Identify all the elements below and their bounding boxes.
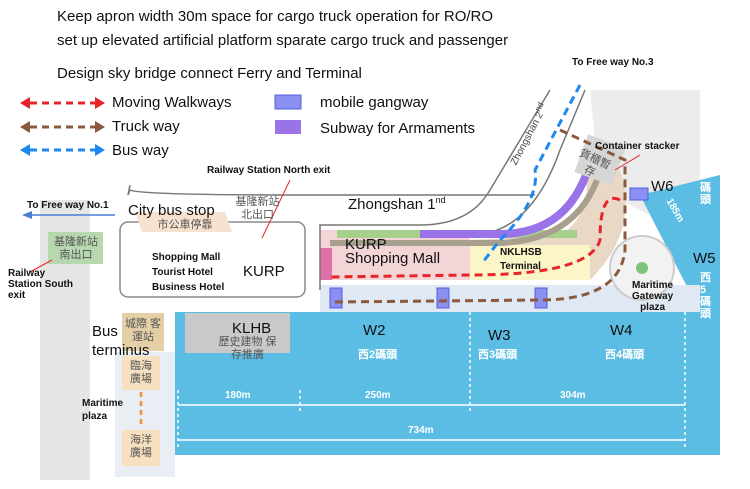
- label-railway-north: Railway Station North exit: [207, 165, 331, 176]
- walkway-path: [329, 196, 621, 279]
- label-zhongshan1: Zhongshan 1nd: [348, 195, 446, 213]
- wharf-w6: W6: [651, 178, 674, 195]
- label-freeway3: To Free way No.3: [572, 57, 654, 68]
- wharf-w4: W4: [610, 322, 633, 339]
- dim-250: 250m: [365, 390, 391, 401]
- label-city-bus-stop: City bus stop: [128, 202, 215, 219]
- wharf-w4-zh: 西4碼頭: [605, 349, 645, 361]
- header-line1: Keep apron width 30m space for cargo tru…: [57, 8, 494, 25]
- legend-subway: Subway for Armaments: [320, 120, 476, 137]
- label-maritime-gateway: Maritime Gateway plaza: [632, 280, 674, 313]
- label-north-exit-zh: 基隆新站 北出口: [235, 196, 280, 221]
- wharf-w6-zh: 西6碼頭: [700, 158, 711, 206]
- legend-truck-way: Truck way: [112, 118, 180, 135]
- wharf-w3: W3: [488, 327, 511, 344]
- label-nklhsb: NKLHSB Terminal: [500, 247, 542, 272]
- label-south-exit-zh: 基隆新站 南出口: [54, 236, 98, 261]
- label-klhb: KLHB: [232, 320, 272, 337]
- legend-bus-way: Bus way: [112, 142, 169, 159]
- wharf-w5: W5: [693, 250, 716, 267]
- wharf-w5-zh: 西5碼頭: [700, 272, 711, 320]
- label-kurp-mall: KURP Shopping Mall: [345, 236, 441, 267]
- truck-way-path: [334, 128, 627, 304]
- label-linhai-zh: 臨海 廣場: [130, 360, 152, 385]
- label-city-bus-stop-zh: 市公車停靠: [157, 219, 213, 231]
- dim-304: 304m: [560, 390, 586, 401]
- wharf-w3-zh: 西3碼頭: [478, 349, 518, 361]
- wharf-w2-zh: 西2碼頭: [358, 349, 398, 361]
- label-railway-south: Railway Station South exit: [8, 268, 73, 301]
- wharf-w2: W2: [363, 322, 386, 339]
- header-line3: Design sky bridge connect Ferry and Term…: [57, 65, 362, 82]
- kurp-mall-block: [320, 230, 470, 280]
- label-freeway1: To Free way No.1: [27, 200, 109, 211]
- legend-moving-walkways: Moving Walkways: [112, 94, 232, 111]
- label-klhb-zh: 歷史建物 保存推廣: [218, 336, 277, 361]
- label-bus-terminus: Bus terminus: [92, 323, 150, 359]
- label-ocean-zh: 海洋 廣場: [130, 434, 152, 459]
- label-kurp-block: Shopping Mall Tourist Hotel Business Hot…: [152, 252, 225, 293]
- klhb-block: [185, 313, 290, 353]
- water: [175, 180, 720, 455]
- bus-way-path: [481, 84, 582, 263]
- dim-180: 180m: [225, 390, 251, 401]
- label-container-stacker: Container stacker: [595, 141, 680, 152]
- label-maritime-plaza: Maritime plaza: [82, 398, 124, 422]
- label-bus-terminus-zh: 城際 客運站: [124, 318, 162, 343]
- header-line2: set up elevated artificial platform spar…: [57, 32, 509, 49]
- dim-734: 734m: [408, 425, 434, 436]
- legend-mobile-gangway: mobile gangway: [320, 94, 429, 111]
- label-kurp: KURP: [243, 263, 285, 280]
